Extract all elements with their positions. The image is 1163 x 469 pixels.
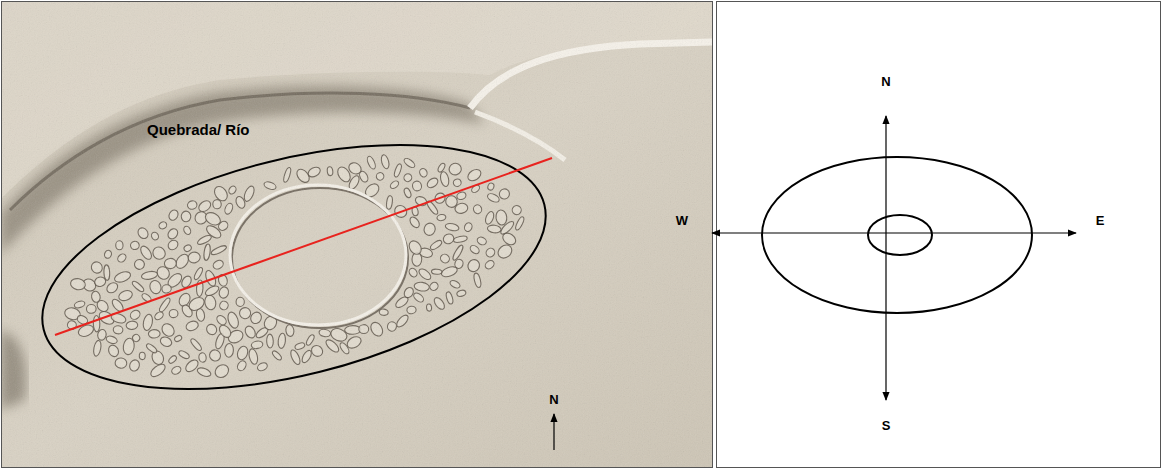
compass-label: W — [676, 214, 688, 229]
photo-grain — [2, 2, 712, 467]
aerial-photo — [2, 2, 712, 467]
place-label: Quebrada/ Río — [147, 121, 250, 138]
north-arrow — [553, 414, 554, 450]
compass-label: S — [882, 419, 891, 434]
panel-border — [2, 2, 713, 468]
east-west-axis — [712, 232, 1076, 233]
compass-label: N — [881, 75, 890, 90]
inner-ellipse — [868, 215, 932, 255]
photo-ground — [2, 2, 712, 467]
panel-border — [717, 2, 1161, 468]
site-outline — [18, 100, 571, 434]
north-label: N — [549, 393, 558, 408]
outer-ellipse — [762, 157, 1032, 313]
axis-line — [55, 158, 552, 335]
north-south-axis — [885, 116, 886, 400]
compass-label: E — [1096, 214, 1105, 229]
